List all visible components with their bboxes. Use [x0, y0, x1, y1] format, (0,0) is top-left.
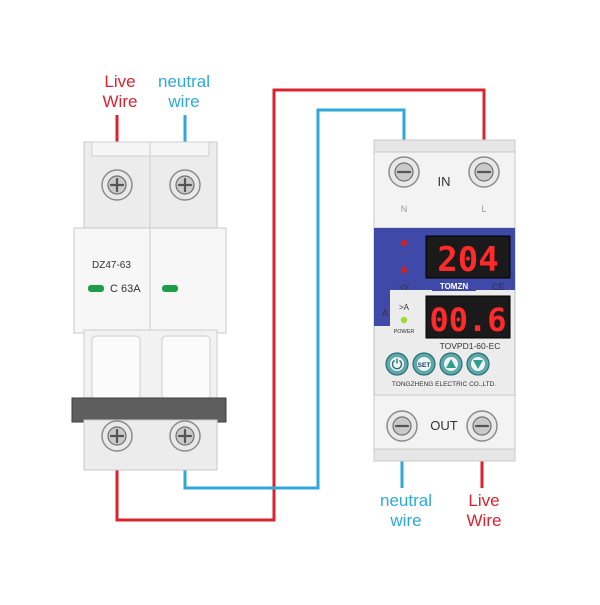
- voltage-value: 204: [437, 240, 498, 280]
- breaker-handle-right: [161, 335, 211, 401]
- protector-device: IN N L 204 TOMZN CE <V >A A POWER 00.6 T…: [373, 139, 516, 462]
- current-value: 00.6: [429, 301, 506, 339]
- ce-mark: CE: [492, 282, 505, 292]
- label-neutral-top-l1: neutral: [158, 72, 210, 91]
- breaker-indicator-right: [162, 285, 178, 292]
- breaker-screw-top-right: [169, 169, 201, 201]
- voltage-display: [425, 235, 511, 279]
- protector-terminal-l: L: [481, 204, 486, 214]
- power-button[interactable]: [385, 352, 409, 376]
- protector-model: TOVPD1-60-EC: [440, 341, 501, 351]
- led-over-current: [400, 266, 408, 274]
- protector-screw-in-l: [468, 156, 500, 188]
- set-button[interactable]: SET: [412, 352, 436, 376]
- breaker-rating: C 63A: [110, 283, 141, 295]
- protector-blue-band-lower: [374, 290, 390, 326]
- breaker-screw-bottom-left: [101, 420, 133, 452]
- label-live-top-l1: Live: [104, 72, 135, 91]
- label-under-voltage: <V: [399, 283, 410, 292]
- protector-in-label: IN: [438, 174, 451, 189]
- arrow-up-icon: [446, 359, 456, 368]
- breaker-model: DZ47-63: [92, 260, 131, 271]
- up-button[interactable]: [439, 352, 463, 376]
- breaker-indicator-left: [88, 285, 104, 292]
- protector-screw-in-n: [388, 156, 420, 188]
- brand-text: TOMZN: [440, 282, 469, 291]
- breaker-screw-top-left: [101, 169, 133, 201]
- protector-top-ridge: [373, 139, 516, 153]
- down-button[interactable]: [466, 352, 490, 376]
- label-over-current: >A: [399, 303, 410, 312]
- wire-neutral-bridge: [183, 108, 406, 490]
- breaker-screw-bottom-right: [169, 420, 201, 452]
- arrow-down-icon: [473, 360, 483, 369]
- led-power: [400, 316, 408, 324]
- protector-screw-out-l: [466, 410, 498, 442]
- label-neutral-top-l2: wire: [167, 92, 199, 111]
- set-button-label: SET: [418, 362, 431, 369]
- wire-labels: Live Wire neutral wire neutral wire Live…: [103, 72, 502, 530]
- breaker-din-clip: [71, 397, 227, 423]
- label-neutral-bottom-l1: neutral: [380, 491, 432, 510]
- led-under-voltage: [400, 239, 408, 247]
- label-live-bottom-l1: Live: [468, 491, 499, 510]
- protector-bottom-ridge: [373, 448, 516, 462]
- brand-badge: [432, 280, 476, 291]
- current-display: [425, 295, 511, 339]
- label-unit-a: A: [382, 308, 388, 318]
- label-live-top-l2: Wire: [103, 92, 138, 111]
- protector-terminal-n: N: [401, 204, 408, 214]
- label-live-bottom-l2: Wire: [467, 511, 502, 530]
- power-icon: [391, 358, 403, 370]
- label-power: POWER: [394, 329, 415, 335]
- protector-screw-out-n: [386, 410, 418, 442]
- circuit-breaker: DZ47-63 C 63A: [71, 141, 227, 471]
- wire-live-bridge: [115, 88, 486, 522]
- protector-out-label: OUT: [430, 418, 458, 433]
- label-neutral-bottom-l2: wire: [389, 511, 421, 530]
- breaker-handle-left: [91, 335, 141, 401]
- protector-maker: TONGZHENG ELECTRIC CO.,LTD.: [392, 381, 496, 388]
